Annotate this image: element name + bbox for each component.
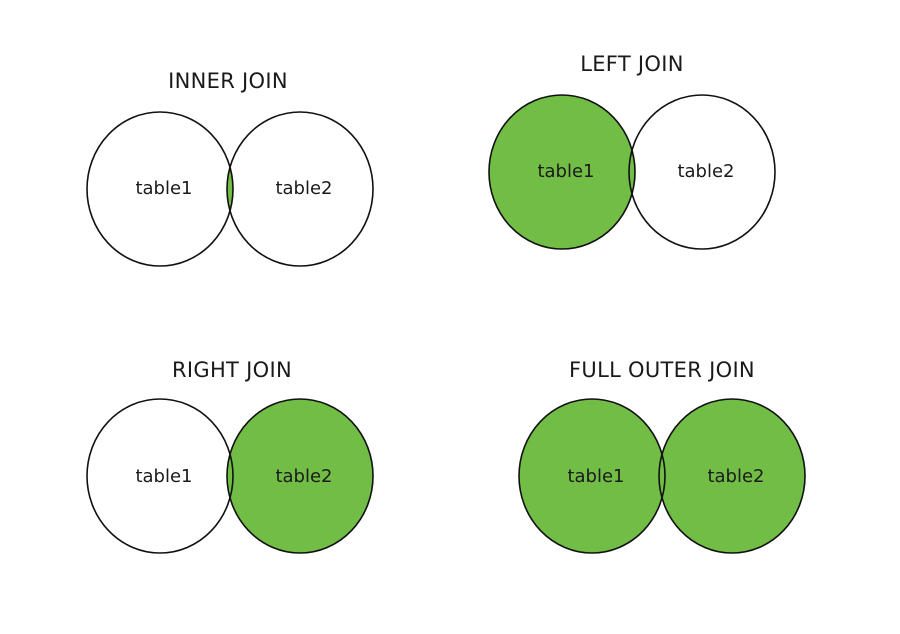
left-join-title: LEFT JOIN <box>580 52 684 76</box>
right-join-diagram: RIGHT JOIN table1 table2 <box>86 358 374 554</box>
left-join-table2-label: table2 <box>677 161 734 182</box>
full-outer-join-table1-label: table1 <box>567 466 624 487</box>
full-outer-join-diagram: FULL OUTER JOIN table1 table2 <box>518 358 806 554</box>
inner-join-table1-label: table1 <box>135 178 192 199</box>
full-outer-join-title: FULL OUTER JOIN <box>569 358 755 382</box>
left-join-table1-circle <box>488 94 636 250</box>
right-join-table1-label: table1 <box>135 466 192 487</box>
full-outer-join-table1-circle <box>518 398 666 554</box>
full-outer-join-table2-label: table2 <box>707 466 764 487</box>
full-outer-join-table2-circle <box>658 398 806 554</box>
full-outer-join-table2-fill <box>659 399 805 553</box>
left-join-table1-fill <box>489 95 635 249</box>
inner-join-table2-circle <box>226 111 374 267</box>
right-join-title: RIGHT JOIN <box>172 358 292 382</box>
right-join-table2-fill <box>227 399 373 553</box>
right-join-table2-circle <box>226 398 374 554</box>
left-join-diagram: LEFT JOIN table1 table2 <box>488 52 776 250</box>
inner-join-title: INNER JOIN <box>168 69 288 93</box>
right-join-table2-label: table2 <box>275 466 332 487</box>
left-join-table1-label: table1 <box>537 161 594 182</box>
left-join-table2-circle <box>628 94 776 250</box>
full-outer-join-table1-fill <box>519 399 665 553</box>
inner-join-table1-circle <box>86 111 234 267</box>
right-join-table1-circle <box>86 398 234 554</box>
inner-join-diagram: INNER JOIN table1 table2 <box>86 69 374 267</box>
inner-join-table2-label: table2 <box>275 178 332 199</box>
